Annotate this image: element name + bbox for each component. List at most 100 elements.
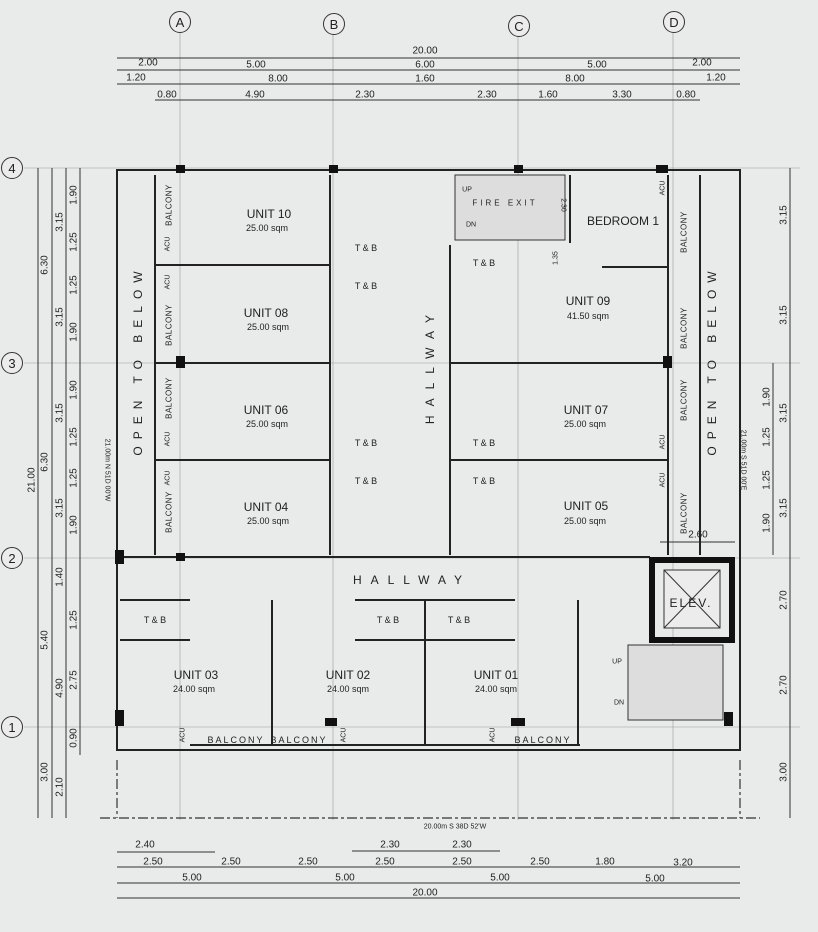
dim-label: 1.25 <box>68 275 80 295</box>
toilet-bath-label: T & B <box>354 438 378 448</box>
dim-label: 2.30 <box>452 839 472 851</box>
dim-label: 1.90 <box>68 322 80 342</box>
grid-bubble-a: A <box>169 11 191 33</box>
room-area-unit-02: 24.00 sqm <box>326 684 370 694</box>
balcony-label: BALCONY <box>679 492 689 534</box>
dim-label: 4.90 <box>54 678 66 698</box>
dim-label: 1.20 <box>126 72 146 84</box>
dim-label: 20.00 <box>412 887 438 899</box>
dim-label: 2.50 <box>143 856 163 868</box>
dim-label: 3.15 <box>778 205 790 225</box>
toilet-bath-label: T & B <box>354 281 378 291</box>
room-area-unit-07: 25.00 sqm <box>563 419 607 429</box>
dim-label: 5.00 <box>490 872 510 884</box>
dim-label: 3.20 <box>673 857 693 869</box>
bearing-label-right: 21.00m S 51D 00'E <box>739 429 747 491</box>
toilet-bath-label: T & B <box>354 476 378 486</box>
balcony-label: BALCONY <box>207 735 265 745</box>
columns <box>115 165 733 726</box>
dim-label: 5.00 <box>335 872 355 884</box>
grid-bubble-4: 4 <box>1 157 23 179</box>
dim-label: 1.60 <box>415 73 435 85</box>
grid-bubble-3: 3 <box>1 352 23 374</box>
dim-label: 1.90 <box>761 387 773 407</box>
dim-label: 1.25 <box>68 610 80 630</box>
balcony-label: BALCONY <box>270 735 328 745</box>
dim-label: 2.00 <box>692 57 712 69</box>
room-name-unit-07: UNIT 07 <box>563 403 609 417</box>
dim-label: 1.25 <box>68 468 80 488</box>
bearing-label-bottom: 20.00m S 38D 52'W <box>423 823 487 831</box>
dim-label: 2.50 <box>452 856 472 868</box>
dim-label: 3.00 <box>778 762 790 782</box>
dim-label: 1.90 <box>761 513 773 533</box>
room-name-unit-04: UNIT 04 <box>243 500 289 514</box>
dim-label: 2.30 <box>559 198 567 212</box>
grid-bubble-d: D <box>663 11 685 33</box>
dim-label: 1.90 <box>68 515 80 535</box>
dim-label: 3.15 <box>54 403 66 423</box>
dim-label: 3.15 <box>778 305 790 325</box>
room-area-unit-03: 24.00 sqm <box>172 684 216 694</box>
dim-label: 21.00 <box>26 467 38 493</box>
open-to-below-right: OPEN TO BELOW <box>705 264 719 456</box>
acu-label: ACU <box>164 431 172 447</box>
dim-label: 1.25 <box>761 427 773 447</box>
dim-label: 3.00 <box>39 762 51 782</box>
toilet-bath-label: T & B <box>472 476 496 486</box>
dim-label: 1.25 <box>761 470 773 490</box>
grid-bubble-c: C <box>508 15 530 37</box>
acu-label: ACU <box>659 434 667 450</box>
room-area-unit-10: 25.00 sqm <box>245 223 289 233</box>
grid-bubble-b: B <box>323 13 345 35</box>
dim-label: 1.60 <box>538 89 558 101</box>
dim-label: 2.10 <box>54 777 66 797</box>
acu-label: ACU <box>164 236 172 252</box>
room-name-unit-03: UNIT 03 <box>173 668 219 682</box>
dim-label: 2.50 <box>221 856 241 868</box>
acu-label: ACU <box>164 470 172 486</box>
toilet-bath-label: T & B <box>472 258 496 268</box>
room-area-unit-01: 24.00 sqm <box>474 684 518 694</box>
grid-bubble-2: 2 <box>1 547 23 569</box>
dim-label: 1.25 <box>68 232 80 252</box>
balcony-label: BALCONY <box>164 491 174 533</box>
balcony-label: BALCONY <box>164 377 174 419</box>
dim-label: 3.15 <box>778 403 790 423</box>
stair-up-label: UP <box>462 186 472 194</box>
open-to-below-left: OPEN TO BELOW <box>131 264 145 456</box>
acu-label: ACU <box>489 727 497 743</box>
dim-label: 2.50 <box>530 856 550 868</box>
balcony-label: BALCONY <box>679 307 689 349</box>
dim-label: 2.50 <box>298 856 318 868</box>
room-name-unit-01: UNIT 01 <box>473 668 519 682</box>
dim-label: 3.30 <box>612 89 632 101</box>
dim-label: 1.20 <box>706 72 726 84</box>
acu-label: ACU <box>340 727 348 743</box>
room-area-unit-05: 25.00 sqm <box>563 516 607 526</box>
room-area-unit-06: 25.00 sqm <box>245 419 289 429</box>
room-area-unit-08: 25.00 sqm <box>246 322 290 332</box>
room-area-unit-09: 41.50 sqm <box>566 311 610 321</box>
dimension-lines <box>37 57 791 899</box>
room-name-bedroom-1: BEDROOM 1 <box>586 214 660 228</box>
acu-label: ACU <box>179 727 187 743</box>
dim-label: 2.75 <box>68 670 80 690</box>
dim-label: 2.30 <box>355 89 375 101</box>
dim-label: 8.00 <box>268 73 288 85</box>
balcony-label: BALCONY <box>514 735 572 745</box>
dim-label: 6.30 <box>39 452 51 472</box>
dim-label: 0.80 <box>157 89 177 101</box>
dim-label: 5.00 <box>182 872 202 884</box>
room-area-unit-04: 25.00 sqm <box>246 516 290 526</box>
dim-label: 3.15 <box>54 212 66 232</box>
room-name-unit-06: UNIT 06 <box>243 403 289 417</box>
fire-exit-label: FIRE EXIT <box>472 198 538 208</box>
dim-label: 8.00 <box>565 73 585 85</box>
hallway-label-horizontal: HALLWAY <box>352 573 472 587</box>
room-name-unit-02: UNIT 02 <box>325 668 371 682</box>
acu-label: ACU <box>659 472 667 488</box>
dim-label: 1.25 <box>68 427 80 447</box>
toilet-bath-label: T & B <box>472 438 496 448</box>
